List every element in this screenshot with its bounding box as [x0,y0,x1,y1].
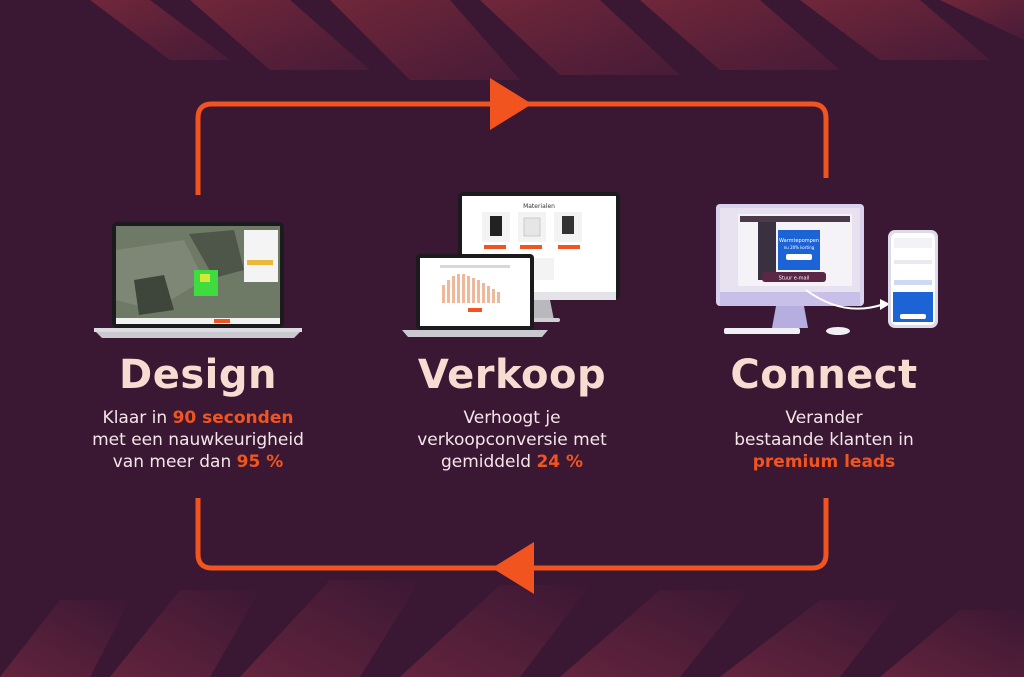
design-title: Design [119,352,277,398]
design-desc-line3: van meer dan 95 % [48,451,348,473]
design-highlight-accuracy: 95 % [236,452,284,472]
verkoop-desc-line2: verkoopconversie met [417,430,607,450]
materialen-heading: Materialen [523,203,555,210]
stuur-email-button: Stuur e-mail [779,276,810,282]
design-desc-line2: met een nauwkeurigheid [92,430,304,450]
connect-title: Connect [730,352,918,398]
imac-popup-sub: nu 20% korting [784,245,815,250]
connect-desc-line3: premium leads [674,451,974,473]
verkoop-desc-line3-text: gemiddeld [440,452,537,472]
design-description: Klaar in 90 seconden met een nauwkeurigh… [48,407,348,473]
connect-desc-line1: Verander [785,408,863,428]
left-arrow-icon [492,542,534,594]
verkoop-description: Verhoogt je verkoopconversie met gemidde… [362,407,662,473]
design-desc-line1-text: Klaar in [102,408,173,428]
imac-popup-title: Warmtepompen [779,238,819,244]
verkoop-highlight-conversion: 24 % [536,452,584,472]
verkoop-desc-line3: gemiddeld 24 % [362,451,662,473]
top-cycle-line [195,101,829,195]
design-laptop-illustration [94,222,302,338]
right-arrow-icon [490,78,532,130]
verkoop-desc-line1: Verhoogt je [463,408,561,428]
connect-description: Verander bestaande klanten in premium le… [674,407,974,473]
connect-devices-illustration: Warmtepompen nu 20% korting Stuur e-mail [716,204,938,335]
design-desc-line1: Klaar in 90 seconden [48,407,348,429]
connect-desc-line2: bestaande klanten in [734,430,914,450]
verkoop-title: Verkoop [417,352,607,398]
connect-highlight-leads: premium leads [752,452,896,472]
verkoop-devices-illustration: Materialen [402,192,620,337]
design-desc-line3-text: van meer dan [112,452,237,472]
design-highlight-time: 90 seconden [172,408,294,428]
